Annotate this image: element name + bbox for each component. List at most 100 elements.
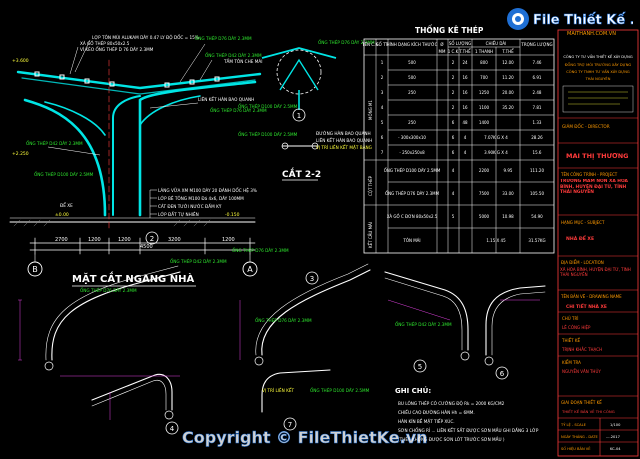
- detail-number: 4: [170, 425, 175, 433]
- scale-label: TỶ LỆ - SCALE: [560, 422, 587, 427]
- roof-callouts: LỢP TÔN MÚI ALUKAM DÀY 0.47 LY ĐỘ DỐC = …: [26, 35, 267, 208]
- level-mark: +3.600: [12, 58, 29, 64]
- notes-title: GHI CHÚ:: [395, 386, 431, 395]
- svg-text:4: 4: [464, 135, 467, 140]
- pipe-label: ỐNG THÉP D76 DÀY 2.3MM: [232, 248, 289, 253]
- watermark-copyright: Copyright © FileThietKe.vn: [182, 428, 428, 447]
- svg-text:4: 4: [452, 191, 455, 196]
- pipe-detail-2-inner: [45, 265, 179, 361]
- table-row: ỐNG THÉP D100 DÀY 2.5MM 4 2200 9.95 111.…: [384, 168, 545, 173]
- svg-text:7.46: 7.46: [533, 60, 542, 65]
- svg-text:15.6: 15.6: [533, 150, 542, 155]
- svg-text:105.50: 105.50: [530, 191, 544, 196]
- svg-text:250: 250: [408, 120, 416, 125]
- roof-callout: ỐNG THÉP D76 DÀY 2.3MM: [210, 108, 267, 113]
- steel-table-headers: TÊN C.K SỐ TT HÌNH DẠNG KÍCH THƯỚC Ø SỐ …: [361, 41, 553, 54]
- svg-text:24: 24: [462, 60, 468, 65]
- roof-callout: XÀ GỒ THÉP 80x50x2.5: [80, 41, 130, 46]
- svg-text:16: 16: [462, 105, 468, 110]
- table-header: Ø: [440, 42, 443, 47]
- stage-name: THIẾT KẾ BẢN VẼ THI CÔNG: [561, 408, 615, 414]
- role-name: NGUYỄN VĂN THỦY: [562, 369, 601, 374]
- location-name: XÃ HÒA BÌNH, HUYỆN ĐẠI TỪ, TỈNH THÁI NGU…: [560, 267, 631, 277]
- svg-text:2: 2: [452, 105, 455, 110]
- floor-note: LỚP BÊ TÔNG M100 Đá 4x6, DÀY 100MM: [158, 196, 244, 201]
- roof-callout: LỢP TÔN MÚI ALUKAM DÀY 0.47 LY ĐỘ DỐC = …: [92, 35, 199, 40]
- truss-brace-left: [44, 101, 106, 136]
- elevation-title: MẶT CẮT NGANG NHÀ: [72, 270, 194, 285]
- table-group-name: CỘT THÉP: [368, 175, 373, 196]
- section-roof-line: [261, 47, 337, 59]
- dimension-value: 4500: [140, 244, 153, 250]
- section-callout: VỊ TRÍ LIÊN KẾT MẶT BẰNG: [316, 144, 372, 150]
- svg-text:33.00: 33.00: [502, 191, 514, 196]
- director-label: GIÁM ĐỐC - DIRECTOR: [562, 124, 610, 129]
- detail-number: 2: [150, 235, 154, 243]
- dimension-value: 1200: [118, 237, 131, 243]
- svg-text:500: 500: [408, 75, 416, 80]
- svg-text:250: 250: [408, 90, 416, 95]
- pipe-details: [45, 263, 546, 413]
- location-label: ĐỊA ĐIỂM - LOCATION: [561, 260, 604, 265]
- svg-text:XÀ GỒ C ĐƠN 80x50x2.5: XÀ GỒ C ĐƠN 80x50x2.5: [387, 214, 438, 219]
- axis-letter-a: A: [247, 265, 253, 274]
- svg-text:6: 6: [381, 135, 384, 140]
- pipe-detail-7: [261, 369, 331, 413]
- project-label: TÊN CÔNG TRÌNH - PROJECT: [560, 172, 618, 177]
- pipe-detail-3-inner: [255, 263, 369, 356]
- section-callout: ĐƯỜNG HÀN BAO QUANH: [316, 131, 371, 136]
- svg-text:7: 7: [381, 150, 384, 155]
- table-group-name: KẾT CẤU MÁI: [367, 222, 373, 248]
- section-callout: ỐNG THÉP D100 DÀY 2.5MM: [238, 132, 298, 137]
- role-name: TRỊNH KHẮC THẠCH: [561, 347, 602, 352]
- section-2-2-view: [261, 47, 337, 150]
- note-line: BU LÔNG THÉP CÓ CƯỜNG ĐỘ Rk = 2000 KG/CM…: [398, 401, 505, 406]
- role-name: LÊ CÔNG HIỆP: [562, 325, 591, 330]
- date-label: NGÀY THÁNG - DATE: [561, 434, 598, 439]
- section-callout: ỐNG THÉP D100 DÀY 2.5MM: [238, 104, 298, 109]
- dimension-ticks: [34, 237, 251, 255]
- item-name: NHÀ ĐỂ XE: [566, 234, 594, 242]
- svg-text:700: 700: [480, 75, 488, 80]
- notes-list: BU LÔNG THÉP CÓ CƯỜNG ĐỘ Rk = 2000 KG/CM…: [398, 401, 539, 442]
- pipe-detail-5-inner: [384, 277, 463, 351]
- table-row: 2 500 2 16 700 11.20 6.91: [381, 75, 542, 80]
- level-mark: -0.150: [225, 212, 240, 218]
- title-block-frame: [557, 29, 639, 457]
- drawing-name: CHI TIẾT NHÀ XE: [566, 302, 607, 310]
- truss-arm-inner: [112, 95, 141, 216]
- roof-callout: VÌ KÈO ỐNG THÉP D 76 DÀY 2.3MM: [80, 47, 154, 52]
- table-subheader: 1 THANH: [475, 49, 493, 54]
- section-arch: [279, 58, 319, 91]
- svg-text:1100: 1100: [479, 105, 490, 110]
- director-name: MAI THỊ THƯƠNG: [566, 152, 629, 160]
- table-header: HÌNH DẠNG KÍCH THƯỚC: [387, 42, 438, 47]
- steel-table-grid: [364, 39, 554, 253]
- table-row: 6 - 300x300x10 6 4 7.07K G X 4 28.26: [381, 135, 543, 140]
- roof-callout: ỐNG THÉP D42 DÀY 2.3MM: [205, 53, 262, 58]
- table-subheader: 1 C.K: [448, 49, 459, 54]
- company-line: ĐỒNG TRỢ MÔI TRƯỜNG XÂY DỰNG: [565, 62, 632, 67]
- location-name-box: XÃ HÒA BÌNH, HUYỆN ĐẠI TỪ, TỈNH THÁI NGU…: [560, 267, 631, 277]
- steel-table-title: THỐNG KÊ THÉP: [415, 25, 484, 35]
- truss-arm-left: [23, 98, 107, 217]
- detail-number: 1: [297, 112, 301, 120]
- svg-text:- 250x250x8: - 250x250x8: [399, 150, 425, 155]
- roof-callout: ỐNG THÉP D42 DÀY 2.3MM: [26, 141, 83, 146]
- svg-text:500: 500: [408, 60, 416, 65]
- roof-callout: TẤM TÔN CHE MÁI: [223, 59, 262, 64]
- detail-number: 6: [500, 370, 505, 378]
- pipe-detail-2: [51, 271, 181, 361]
- floor-notes: LÁNG VỮA XM M100 DÀY 20 ĐÁNH DỐC HỆ 3% L…: [158, 188, 257, 217]
- svg-text:35.20: 35.20: [502, 105, 514, 110]
- svg-text:20.00: 20.00: [502, 90, 514, 95]
- pipe-detail-5: [384, 271, 469, 351]
- svg-text:12.00: 12.00: [502, 60, 514, 65]
- section-callouts: ỐNG THÉP D76 DÀY 2.3MM ĐƯỜNG HÀN BAO QUA…: [238, 40, 375, 150]
- table-row: 1 500 2 24 800 12.00 7.46: [381, 60, 542, 65]
- level-mark: +2.250: [12, 151, 29, 157]
- note-line: CHIỀU CAO ĐƯỜNG HÀN Hh = 6MM.: [398, 410, 475, 415]
- floor-note-leaders: [149, 189, 157, 218]
- detail-number: 3: [310, 275, 314, 283]
